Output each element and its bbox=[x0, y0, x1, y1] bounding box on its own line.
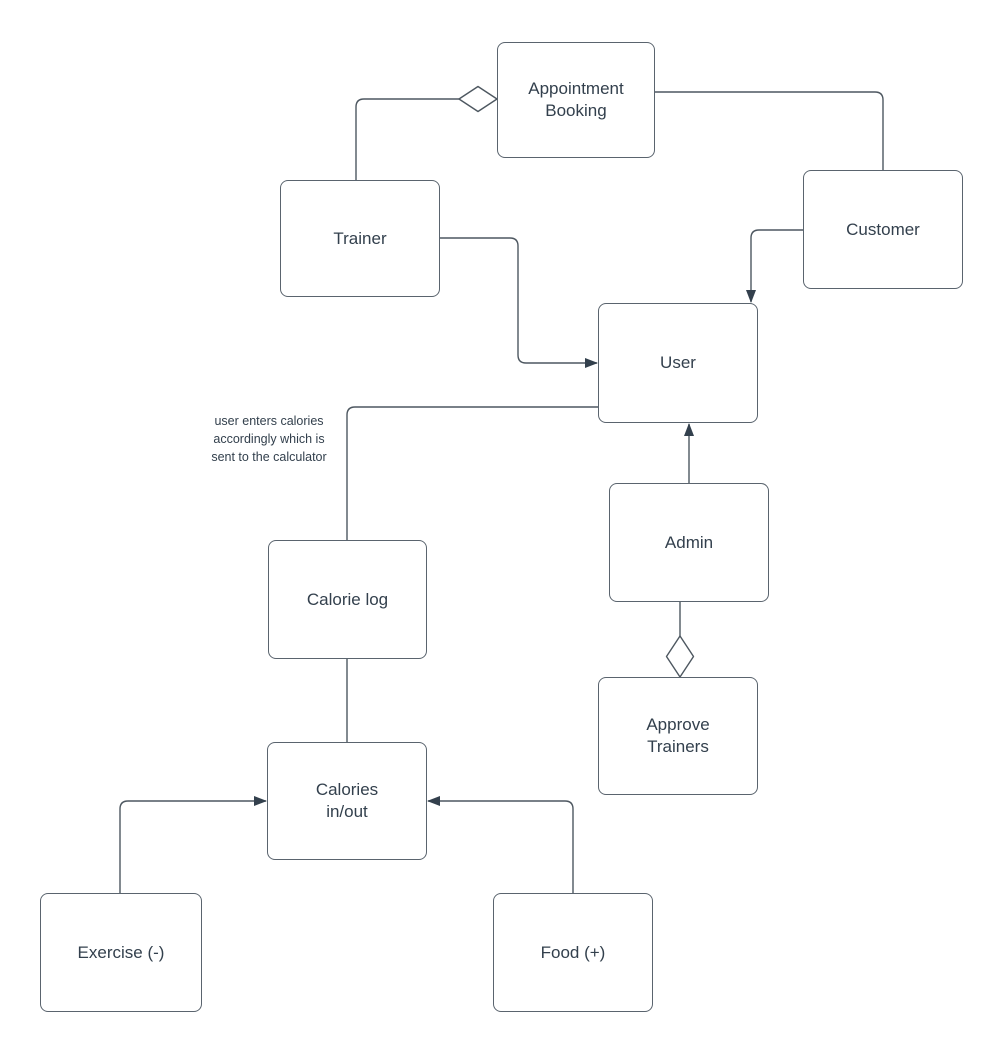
node-calories-in-out[interactable]: Calories in/out bbox=[267, 742, 427, 860]
node-food[interactable]: Food (+) bbox=[493, 893, 653, 1012]
edge-customer-user bbox=[746, 229, 803, 303]
edge-note-calorie-log-user: user enters calories accordingly which i… bbox=[211, 414, 327, 464]
node-customer[interactable]: Customer bbox=[803, 170, 963, 289]
node-appointment-booking[interactable]: Appointment Booking bbox=[497, 42, 655, 158]
node-exercise[interactable]: Exercise (-) bbox=[40, 893, 202, 1012]
edge-trainer-user bbox=[440, 237, 598, 368]
node-trainer[interactable]: Trainer bbox=[280, 180, 440, 297]
aggregation-diamond-admin bbox=[665, 635, 695, 678]
edge-calorie-log-user bbox=[346, 406, 598, 540]
edge-trainer-appointment-booking bbox=[355, 85, 498, 180]
edge-approve-trainers-admin bbox=[665, 602, 695, 678]
aggregation-diamond-appointment-booking bbox=[458, 85, 498, 113]
node-approve-trainers[interactable]: Approve Trainers bbox=[598, 677, 758, 795]
edge-customer-appointment-booking bbox=[655, 91, 884, 170]
edge-food-calories-in-out bbox=[427, 796, 574, 893]
node-admin[interactable]: Admin bbox=[609, 483, 769, 602]
edge-exercise-calories-in-out bbox=[119, 796, 267, 893]
node-user[interactable]: User bbox=[598, 303, 758, 423]
node-calorie-log[interactable]: Calorie log bbox=[268, 540, 427, 659]
